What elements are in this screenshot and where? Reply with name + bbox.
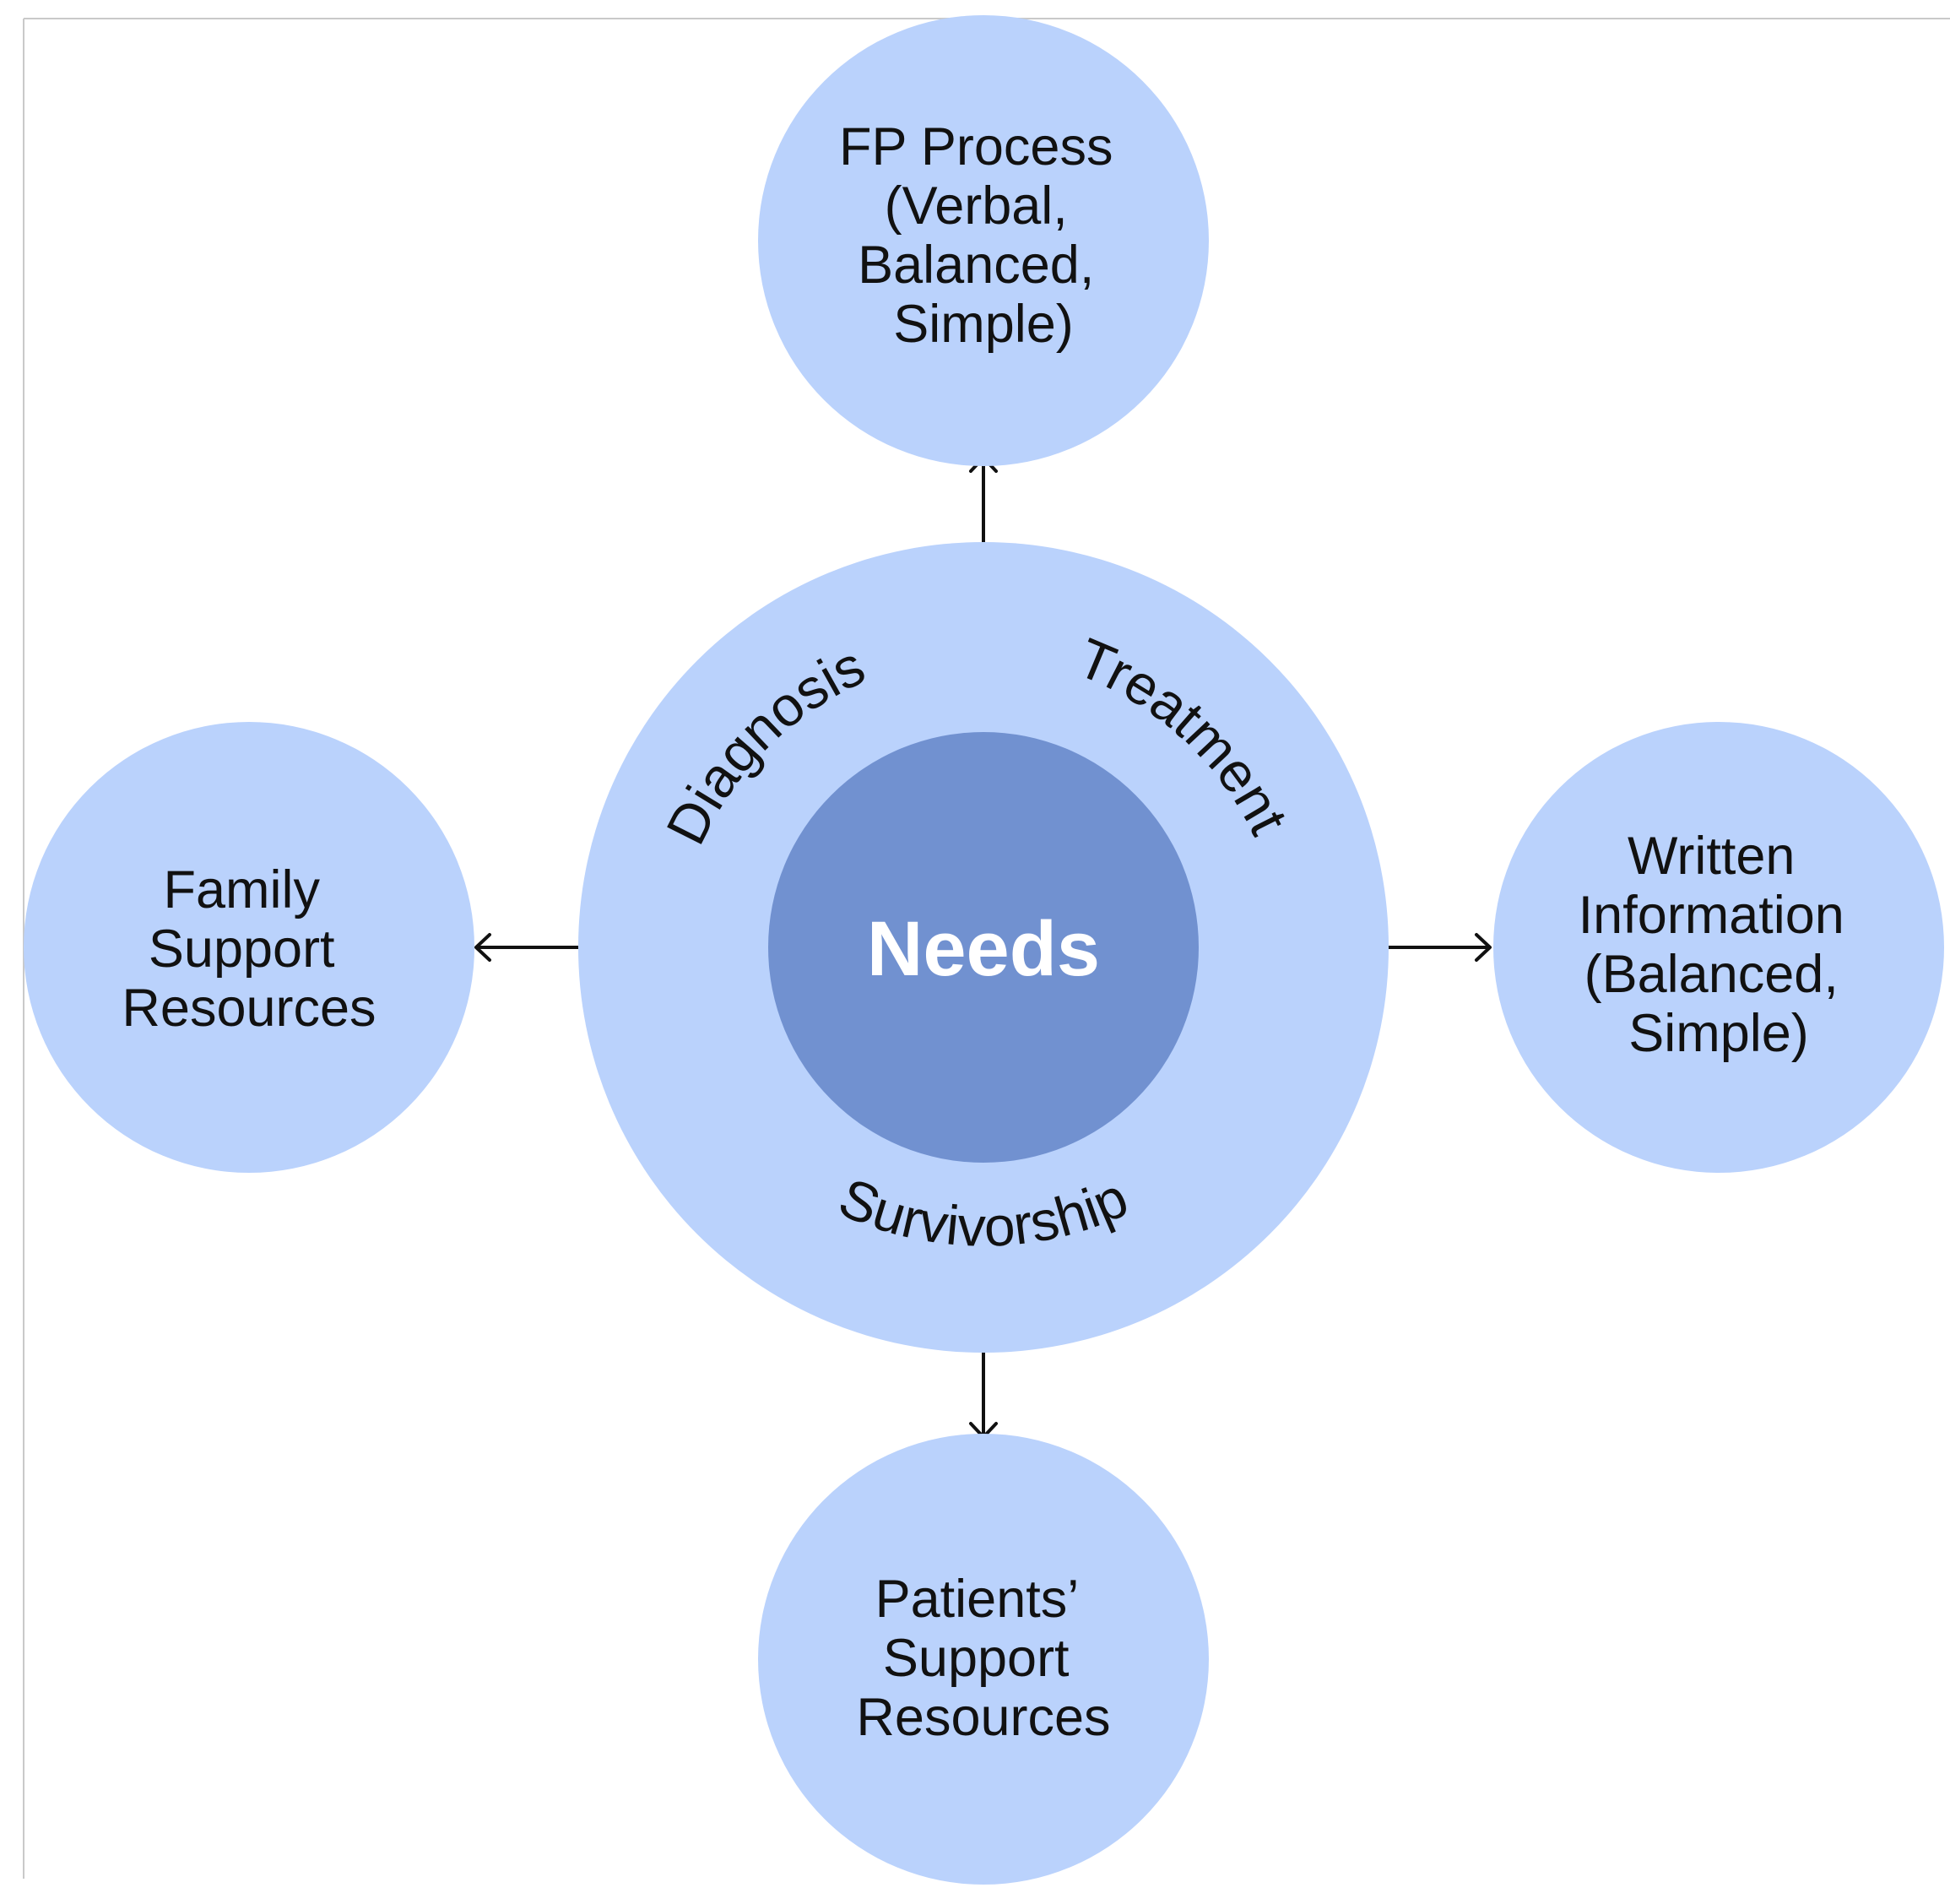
family-support-line-1: Family bbox=[163, 860, 320, 919]
patients-support-node: Patients’ Support Resources bbox=[758, 1434, 1209, 1885]
needs-label: Needs bbox=[867, 906, 1100, 992]
arrow-to-bottom-node bbox=[969, 1338, 998, 1439]
patients-support-circle bbox=[758, 1434, 1209, 1885]
arrow-to-left-node bbox=[474, 933, 580, 962]
family-support-node: Family Support Resources bbox=[24, 722, 474, 1173]
written-information-line-3: (Balanced, bbox=[1584, 945, 1839, 1004]
patients-support-line-3: Resources bbox=[856, 1688, 1110, 1747]
written-information-line-1: Written bbox=[1628, 827, 1795, 886]
fp-process-line-4: Simple) bbox=[893, 295, 1074, 354]
written-information-text: Written Information (Balanced, Simple) bbox=[1579, 827, 1860, 1063]
patients-support-text: Patients’ Support Resources bbox=[856, 1570, 1110, 1747]
patients-support-line-2: Support bbox=[883, 1629, 1070, 1688]
arrow-to-right-node bbox=[1387, 933, 1492, 962]
fp-process-circle bbox=[758, 15, 1209, 466]
fp-process-line-3: Balanced, bbox=[858, 236, 1094, 295]
family-support-circle bbox=[24, 722, 474, 1173]
family-support-text: Family Support Resources bbox=[122, 860, 376, 1038]
written-information-line-4: Simple) bbox=[1628, 1004, 1809, 1063]
written-information-line-2: Information bbox=[1579, 886, 1844, 945]
needs-core-circle bbox=[768, 732, 1199, 1163]
fp-process-text: FP Process (Verbal, Balanced, Simple) bbox=[839, 117, 1128, 354]
family-support-line-2: Support bbox=[149, 919, 335, 979]
fp-process-node: FP Process (Verbal, Balanced, Simple) bbox=[758, 15, 1209, 466]
written-information-node: Written Information (Balanced, Simple) bbox=[1493, 722, 1944, 1173]
family-support-line-3: Resources bbox=[122, 979, 376, 1038]
patients-support-line-1: Patients’ bbox=[875, 1570, 1077, 1629]
written-information-circle bbox=[1493, 722, 1944, 1173]
fp-process-line-1: FP Process bbox=[839, 117, 1113, 176]
fp-process-line-2: (Verbal, bbox=[885, 176, 1068, 236]
